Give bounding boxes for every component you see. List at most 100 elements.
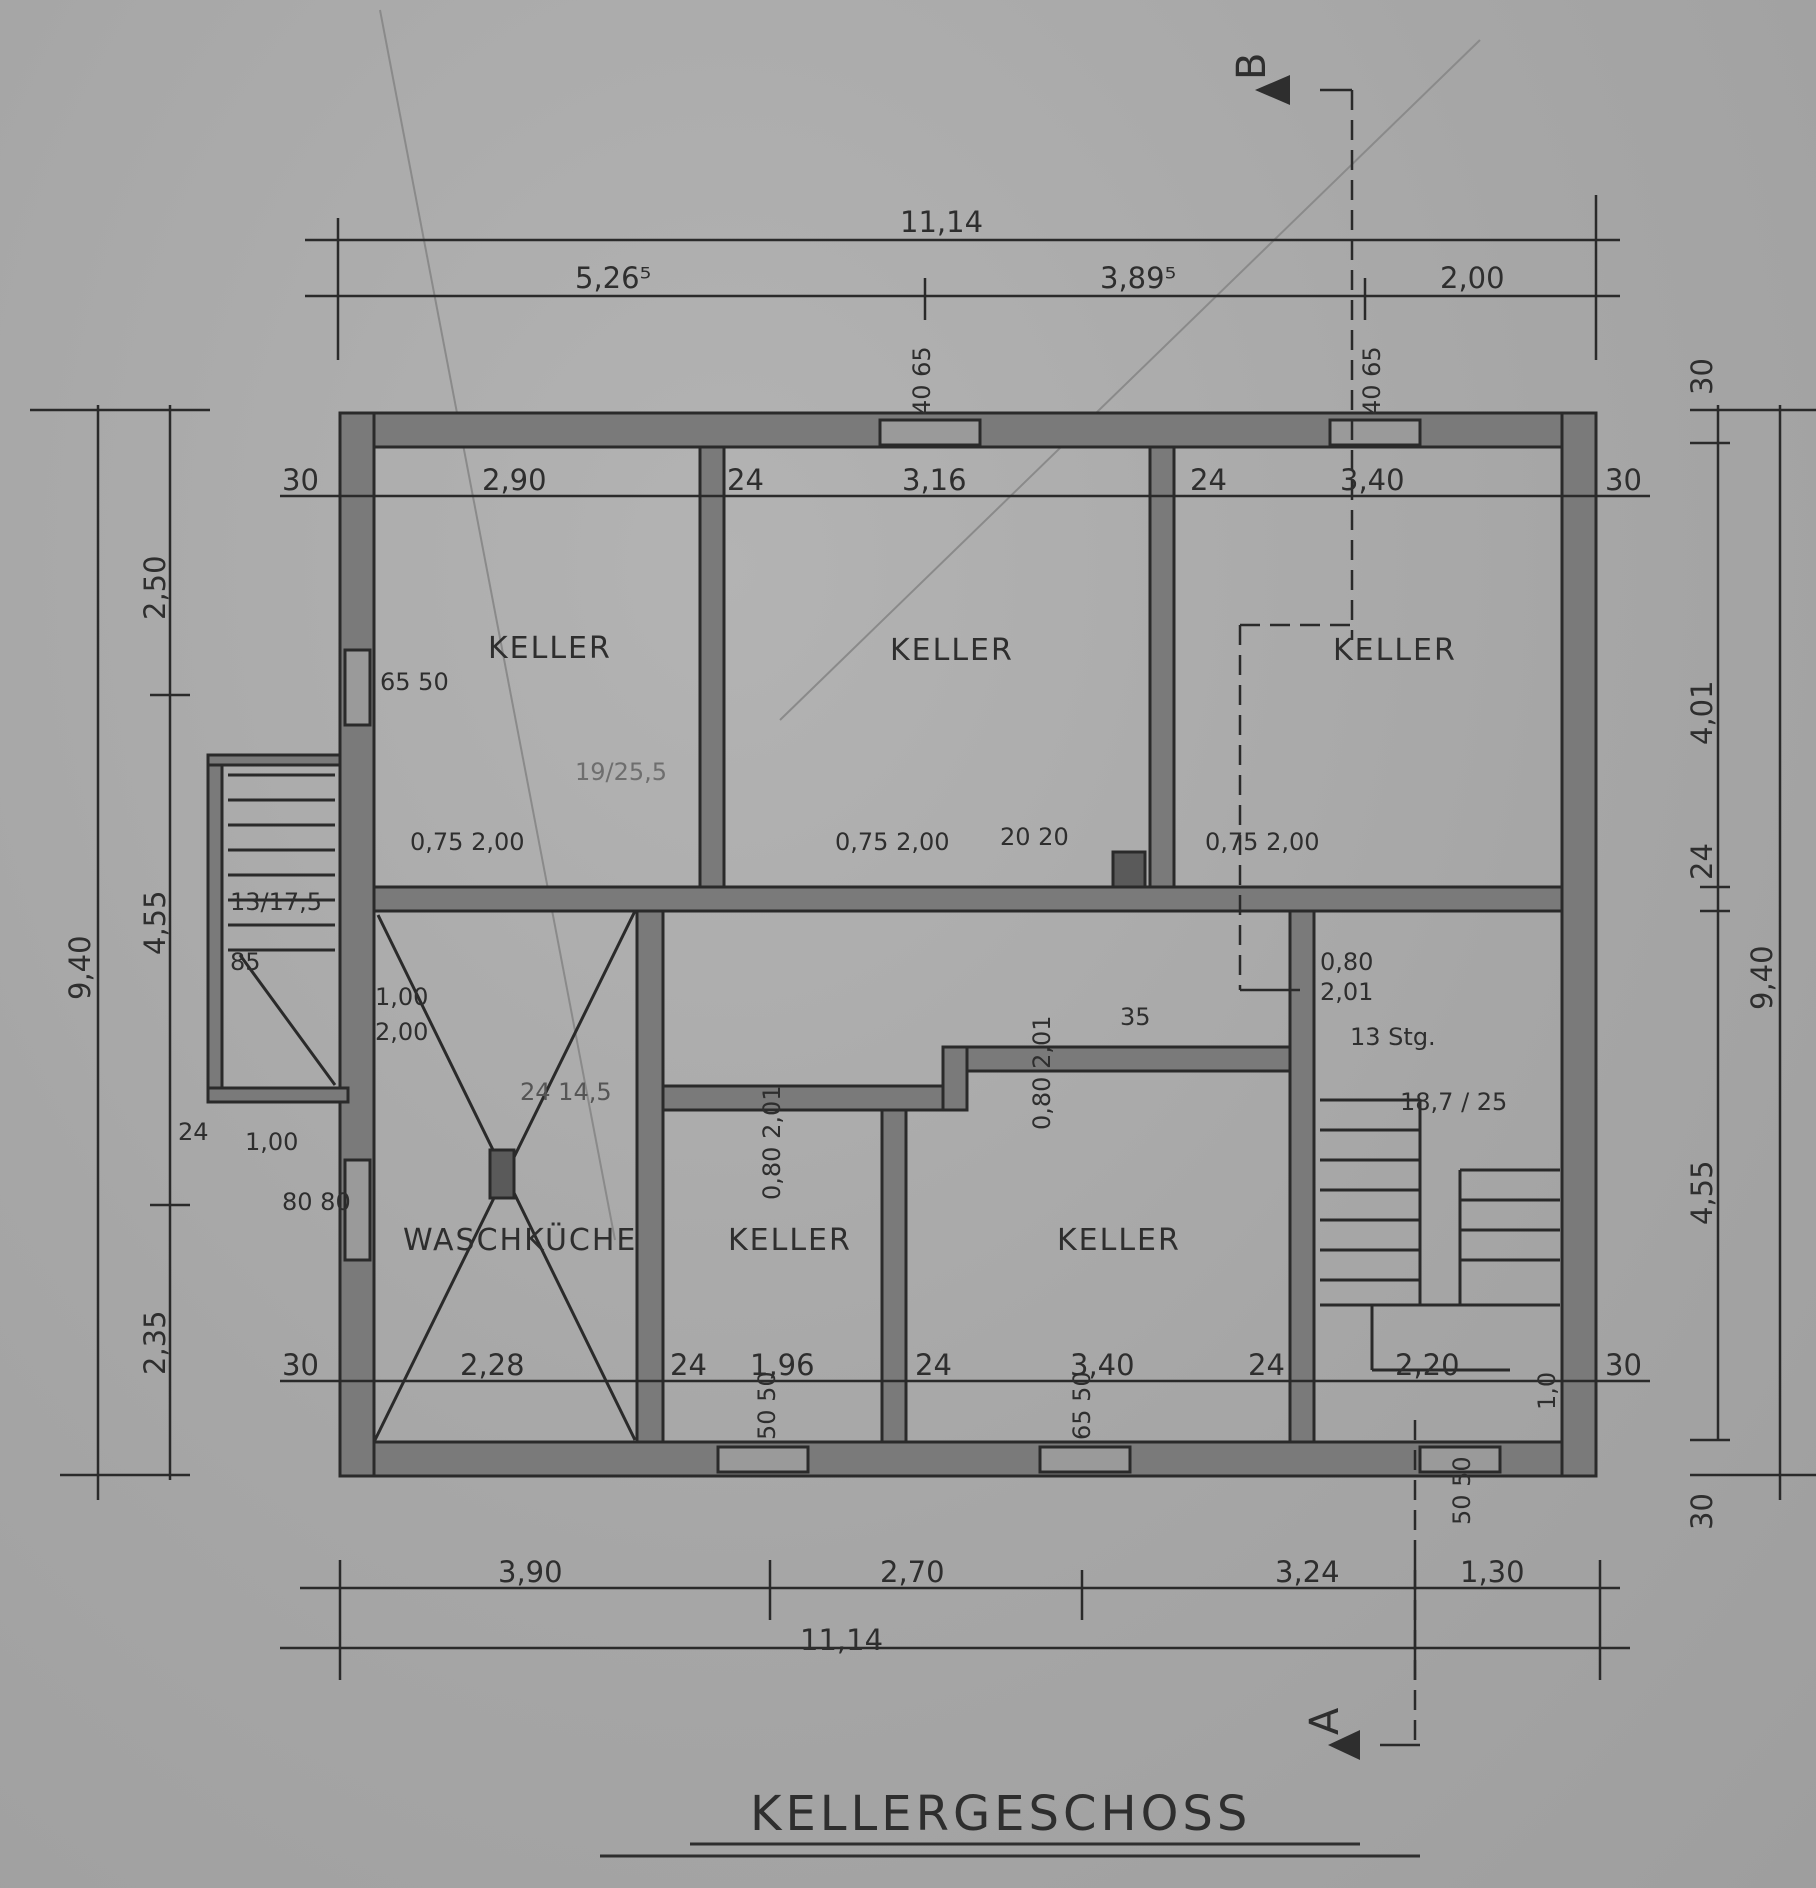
window-left <box>343 648 372 727</box>
note-stair-left-1: 13/17,5 <box>230 888 322 916</box>
note-vert-10: 1,0 <box>1533 1372 1561 1410</box>
window-bottom-2 <box>1038 1445 1132 1474</box>
dim-right-seg3: 4,55 <box>1685 1160 1719 1225</box>
dim-bottom-seg1: 3,90 <box>498 1555 563 1589</box>
dimension-lines <box>30 88 1816 1747</box>
waschkueche-post <box>488 1148 516 1200</box>
dim-top-seg1: 5,26⁵ <box>575 261 651 295</box>
stair-wall-bottom <box>206 1086 350 1104</box>
note-win-left: 65 50 <box>380 668 449 696</box>
note-door-wk-1: 1,00 <box>375 983 428 1011</box>
section-arrow-b <box>1255 75 1290 105</box>
dim-right-30-bottom: 30 <box>1685 1493 1719 1530</box>
dim-row-top-6: 30 <box>1605 463 1642 497</box>
wall-bottom-2 <box>880 1108 908 1444</box>
dim-right-total: 9,40 <box>1745 945 1779 1010</box>
dim-row-bottom-4: 24 <box>915 1348 952 1382</box>
note-door-left-1: 1,00 <box>245 1128 298 1156</box>
dim-row-bottom-0: 30 <box>282 1348 319 1382</box>
dim-bottom-seg3: 3,24 <box>1275 1555 1340 1589</box>
dim-row-top-1: 2,90 <box>482 463 547 497</box>
note-door-left-2: 24 <box>178 1118 209 1146</box>
title-underline <box>600 1842 1420 1858</box>
note-door-hall-1: 0,80 <box>1320 948 1373 976</box>
section-letters: B A <box>1229 53 1348 1735</box>
walls <box>206 411 1598 1478</box>
dim-left-total: 9,40 <box>63 935 97 1000</box>
room-label-keller-bottom-mid: KELLER <box>728 1223 852 1258</box>
room-label-keller-bottom-right: KELLER <box>1057 1223 1181 1258</box>
dim-row-bottom-6: 24 <box>1248 1348 1285 1382</box>
dim-row-bottom-8: 30 <box>1605 1348 1642 1382</box>
dim-row-bottom-5: 3,40 <box>1070 1348 1135 1382</box>
wall-corridor-c <box>941 1045 969 1112</box>
note-faint: 19/25,5 <box>575 758 667 786</box>
room-label-keller-top-right: KELLER <box>1333 633 1457 668</box>
dimension-labels: 11,14 5,26⁵ 3,89⁵ 2,00 30 2,90 24 3,16 2… <box>63 205 1779 1657</box>
note-steps: 13 Stg. <box>1350 1023 1436 1051</box>
note-win-b1: 50 50 <box>753 1371 781 1440</box>
dim-bottom-seg4: 1,30 <box>1460 1555 1525 1589</box>
dim-row-bottom-2: 24 <box>670 1348 707 1382</box>
window-left-low <box>343 1158 372 1262</box>
outer-wall-right <box>1560 411 1598 1478</box>
section-letter-b: B <box>1229 53 1275 80</box>
wall-top-1 <box>698 445 726 889</box>
dim-row-top-5: 3,40 <box>1340 463 1405 497</box>
note-win-left-low: 80 80 <box>282 1188 351 1216</box>
note-stair-left-2: 85 <box>230 948 261 976</box>
wall-corridor-b <box>941 1045 1292 1073</box>
note-d2: 0,75 2,00 <box>835 828 950 856</box>
note-door-wk-2: 2,00 <box>375 1018 428 1046</box>
window-top-mid <box>878 418 982 447</box>
room-label-keller-top-mid: KELLER <box>890 633 1014 668</box>
note-d5: 0,80 2,01 <box>758 1085 786 1200</box>
dim-row-top-4: 24 <box>1190 463 1227 497</box>
dim-row-top-0: 30 <box>282 463 319 497</box>
note-win-b2: 65 50 <box>1068 1371 1096 1440</box>
dim-bottom-total: 11,14 <box>800 1623 883 1657</box>
dim-top-total: 11,14 <box>900 205 983 239</box>
note-win-top-mid: 40 65 <box>908 346 936 415</box>
stair-inside-right <box>1320 1098 1560 1372</box>
wall-bottom-1 <box>635 909 665 1444</box>
dim-row-top-3: 3,16 <box>902 463 967 497</box>
window-bottom-1 <box>716 1445 810 1474</box>
construction-lines <box>379 9 1481 1241</box>
stair-outside-left <box>228 773 337 1086</box>
note-right-35: 35 <box>1120 1003 1151 1031</box>
dim-left-seg2: 4,55 <box>138 890 172 955</box>
dim-row-bottom-3: 1,96 <box>750 1348 815 1382</box>
wall-corridor-a <box>661 1084 945 1112</box>
section-arrows <box>1255 75 1360 1760</box>
wall-top-2 <box>1148 445 1176 889</box>
note-win-top-right: 40 65 <box>1358 346 1386 415</box>
note-step-size: 18,7 / 25 <box>1400 1088 1507 1116</box>
dim-right-30-top: 30 <box>1685 358 1719 395</box>
room-labels: KELLER KELLER KELLER WASCHKÜCHE KELLER K… <box>403 631 1457 1258</box>
dim-top-seg3: 2,00 <box>1440 261 1505 295</box>
dim-row-bottom-7: 2,20 <box>1395 1348 1460 1382</box>
section-letter-a: A <box>1302 1707 1348 1735</box>
stair-wall-left <box>206 753 224 1102</box>
note-d1: 0,75 2,00 <box>410 828 525 856</box>
dim-left-seg3: 2,35 <box>138 1310 172 1375</box>
dim-row-bottom-1: 2,28 <box>460 1348 525 1382</box>
note-chimney: 20 20 <box>1000 823 1069 851</box>
window-top-right <box>1328 418 1422 447</box>
room-label-keller-top-left: KELLER <box>488 631 612 666</box>
outer-wall-bottom <box>338 1440 1598 1478</box>
dim-left-seg1: 2,50 <box>138 555 172 620</box>
section-arrow-a <box>1328 1730 1360 1760</box>
note-d4: 0,80 2,01 <box>1028 1015 1056 1130</box>
dim-bottom-seg2: 2,70 <box>880 1555 945 1589</box>
outer-wall-left <box>338 411 376 1478</box>
note-door-hall-2: 2,01 <box>1320 978 1373 1006</box>
room-label-waschkueche: WASCHKÜCHE <box>403 1222 637 1258</box>
chimney <box>1111 850 1147 889</box>
dim-top-seg2: 3,89⁵ <box>1100 261 1176 295</box>
note-win-b3: 50 50 <box>1448 1456 1476 1525</box>
dim-right-seg2: 24 <box>1685 843 1719 880</box>
